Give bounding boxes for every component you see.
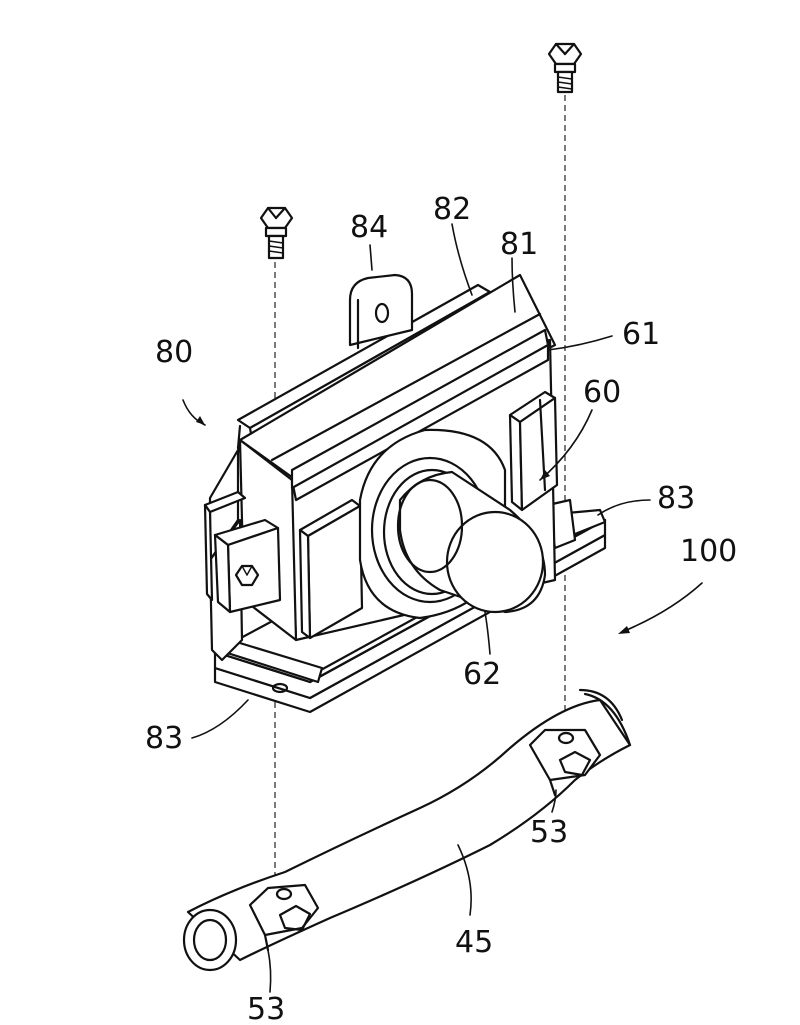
leader-45	[457, 844, 472, 916]
pipe-bracket-53-left	[248, 883, 320, 952]
leader-62	[484, 611, 491, 655]
output-shaft-62	[396, 470, 547, 614]
leader-82	[451, 223, 473, 296]
label-45: 45	[455, 925, 494, 960]
label-81: 81	[500, 227, 539, 262]
label-61: 61	[622, 317, 661, 352]
leader-100	[621, 582, 703, 633]
label-62: 62	[463, 657, 502, 692]
label-53-bottom: 53	[247, 992, 286, 1025]
label-83-left: 83	[145, 721, 184, 756]
label-100: 100	[680, 534, 738, 569]
mounting-tab-84	[348, 273, 414, 350]
leader-81	[511, 257, 516, 313]
label-82: 82	[433, 192, 472, 227]
side-clamp	[203, 490, 282, 614]
label-53-right: 53	[530, 815, 569, 850]
leader-83-left	[191, 699, 249, 739]
pipe-bracket-53-right	[528, 728, 602, 797]
leader-84	[369, 244, 373, 271]
label-80: 80	[155, 335, 194, 370]
label-84: 84	[350, 210, 389, 245]
leader-83-right	[597, 499, 651, 516]
label-83-right: 83	[657, 481, 696, 516]
label-60: 60	[583, 375, 622, 410]
right-side-block	[508, 390, 559, 512]
leader-61	[547, 335, 613, 351]
leader-53-right	[551, 789, 557, 813]
leader-53-bottom	[267, 949, 272, 993]
left-bolt-icon	[259, 206, 294, 260]
right-bolt-icon	[547, 42, 583, 94]
